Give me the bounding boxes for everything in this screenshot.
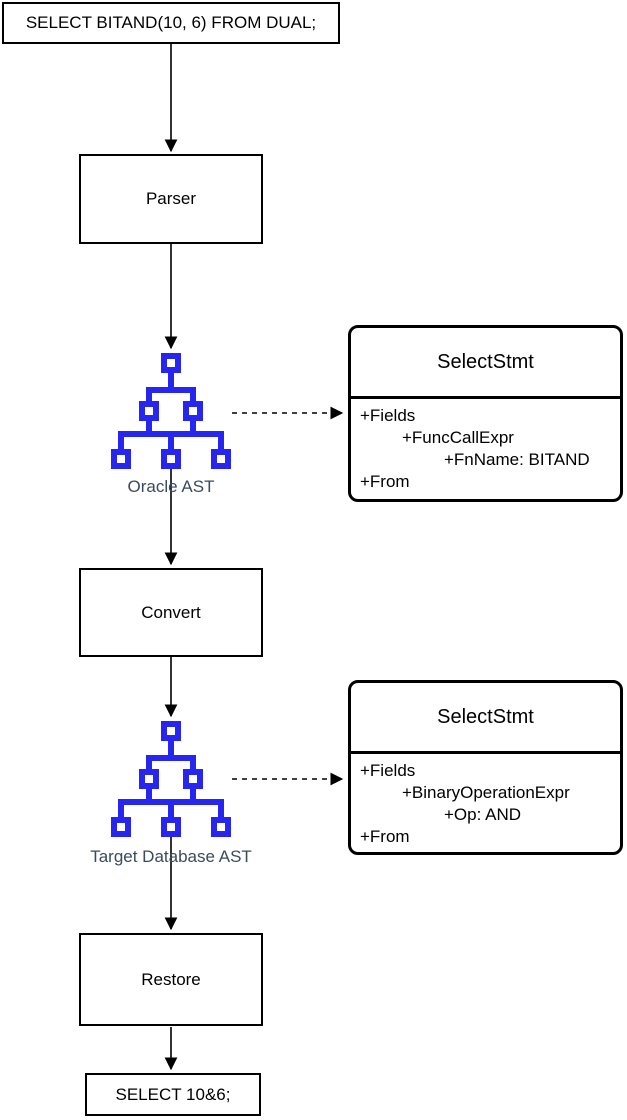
uml-field-line: +BinaryOperationExpr (402, 783, 570, 802)
uml-field-line: +Fields (360, 406, 416, 425)
uml-field-line: +Op: AND (444, 805, 522, 824)
oracle-ast-tree-icon (111, 353, 231, 469)
uml-field-line: +FnName: BITAND (444, 450, 590, 469)
uml-body: +Fields +BinaryOperationExpr +Op: AND +F… (351, 754, 620, 848)
uml-field-line: +From (360, 472, 410, 491)
convert-label: Convert (141, 602, 201, 622)
sql-output-label: SELECT 10&6; (115, 1084, 231, 1104)
uml-title: SelectStmt (351, 683, 620, 754)
sql-input-label: SELECT BITAND(10, 6) FROM DUAL; (25, 13, 317, 32)
target-ast-label: Target Database AST (90, 847, 252, 866)
target-ast-tree-icon (111, 721, 231, 837)
uml-title: SelectStmt (351, 328, 620, 399)
convert-node: Convert (79, 568, 263, 657)
restore-node: Restore (79, 933, 263, 1026)
oracle-ast-label: Oracle AST (127, 477, 215, 496)
uml-field-line: +Fields (360, 761, 416, 780)
sql-output-node: SELECT 10&6; (85, 1073, 261, 1116)
uml-field-line: +FuncCallExpr (402, 428, 514, 447)
selectstmt-box-oracle: SelectStmt +Fields +FuncCallExpr +FnName… (348, 325, 623, 502)
uml-field-line: +From (360, 827, 410, 846)
parser-node: Parser (79, 154, 263, 244)
restore-label: Restore (141, 969, 201, 989)
selectstmt-box-target: SelectStmt +Fields +BinaryOperationExpr … (348, 680, 623, 855)
sql-input-node: SELECT BITAND(10, 6) FROM DUAL; (2, 2, 340, 44)
uml-body: +Fields +FuncCallExpr +FnName: BITAND +F… (351, 399, 620, 493)
parser-label: Parser (145, 189, 197, 208)
